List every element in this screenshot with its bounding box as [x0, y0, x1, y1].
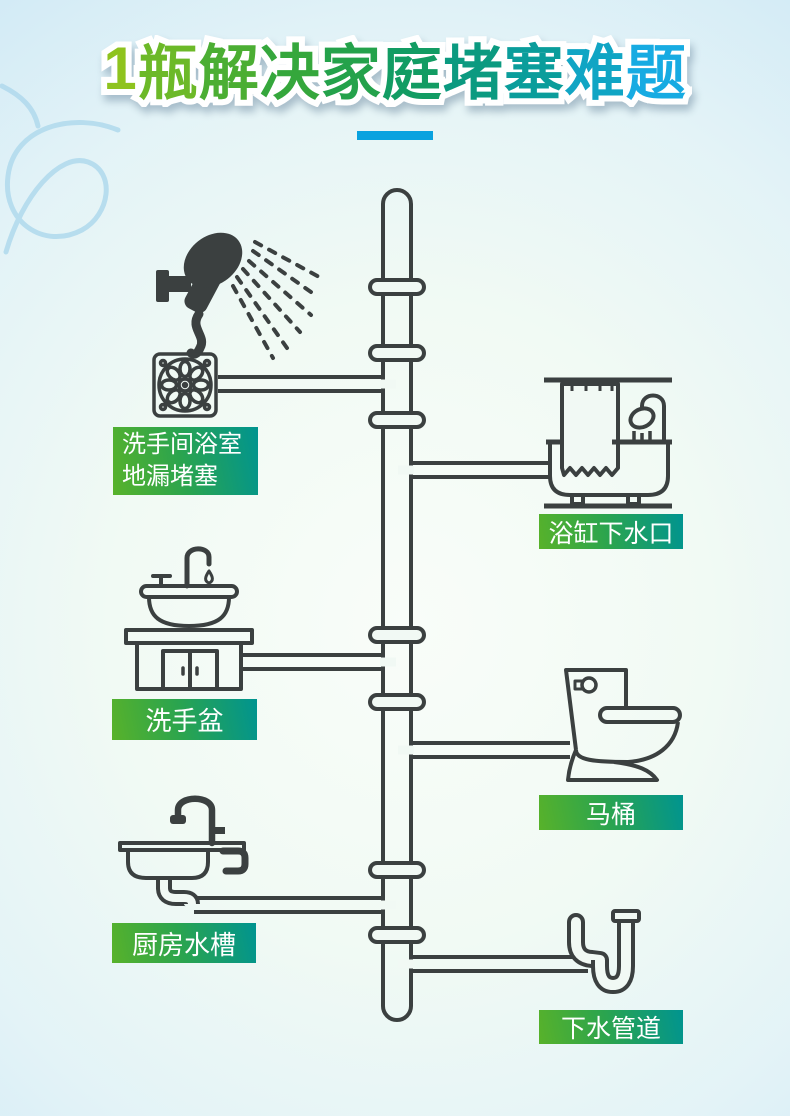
- badge-floor-drain: 洗手间浴室 地漏堵塞: [113, 427, 258, 495]
- washbasin-icon: [124, 546, 254, 691]
- toilet-icon: [564, 668, 682, 782]
- title-underline-bar: [357, 131, 433, 140]
- pipe-branch-drain-pipe: [398, 955, 588, 973]
- bathtub-icon: [544, 377, 672, 509]
- main-drain-pipe: [381, 188, 413, 1022]
- badge-toilet: 马桶: [539, 795, 683, 830]
- p-trap-icon: [567, 909, 641, 994]
- badge-floor-drain-line2: 地漏堵塞: [122, 463, 218, 490]
- badge-floor-drain-line1: 洗手间浴室: [122, 431, 242, 458]
- floor-drain-icon: [152, 352, 218, 418]
- badge-kitchen-sink: 厨房水槽: [112, 923, 256, 963]
- pipe-couplings: [368, 278, 426, 944]
- pipe-branches: [194, 375, 588, 973]
- pipe-branch-toilet: [398, 741, 570, 759]
- swirl-doodle: [0, 83, 121, 255]
- badge-drain-pipe: 下水管道: [539, 1010, 683, 1044]
- pipe-branch-washbasin: [241, 653, 396, 671]
- pipe-branch-floor-drain: [218, 375, 396, 393]
- kitchen-sink-icon: [118, 795, 249, 907]
- badge-washbasin: 洗手盆: [112, 699, 257, 740]
- pipe-branch-kitchen-sink: [194, 896, 396, 914]
- pipe-branch-bathtub: [398, 461, 552, 479]
- badge-bathtub: 浴缸下水口: [539, 514, 683, 549]
- shower-head-icon: [156, 232, 323, 360]
